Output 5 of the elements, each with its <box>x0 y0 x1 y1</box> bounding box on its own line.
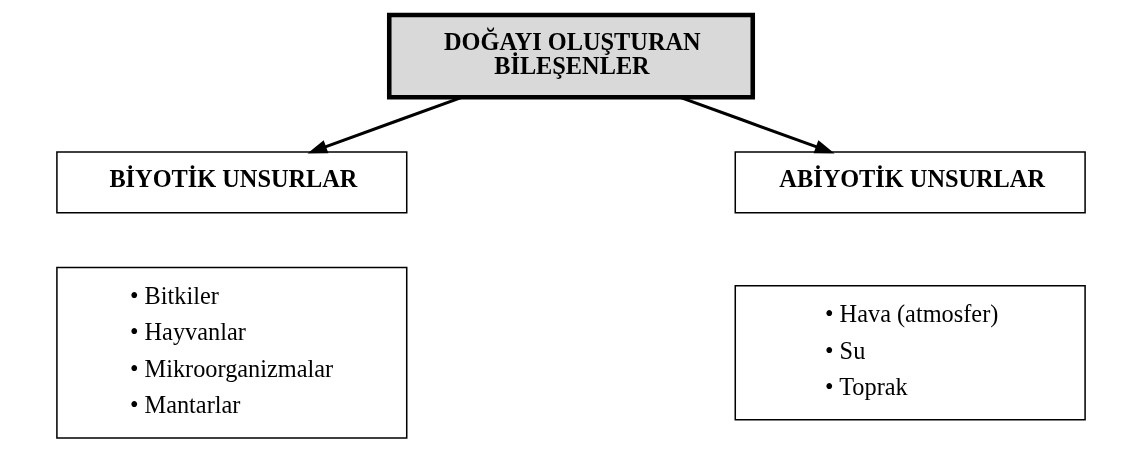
node-box: BİYOTİK UNSURLAR <box>56 150 408 214</box>
node-box: ABİYOTİK UNSURLAR <box>734 150 1086 214</box>
node-box: • Bitkiler • Hayvanlar • Mikroorganizmalar • Mantarlar <box>56 266 408 439</box>
node-box: DOĞAYI OLUŞTURAN BİLEŞENLER <box>386 12 756 99</box>
node-box: • Hava (atmosfer) • Su • Toprak <box>734 284 1086 420</box>
